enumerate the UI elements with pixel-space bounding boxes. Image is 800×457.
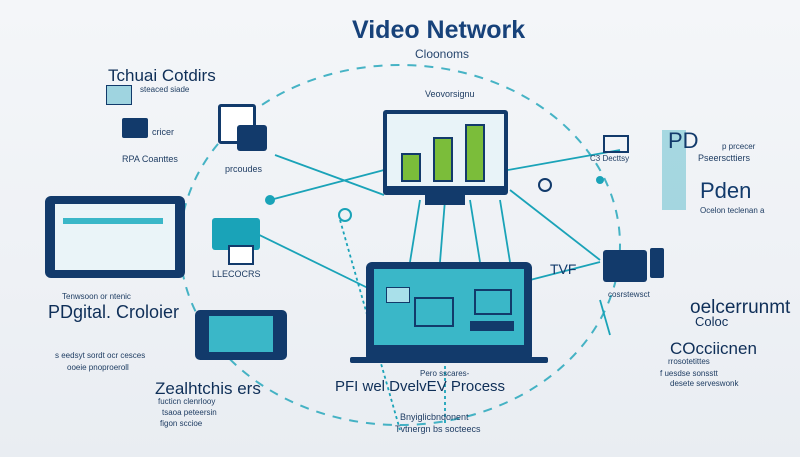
link-phone-right (599, 299, 611, 336)
laptop-caption-small: Pero sscares- (420, 369, 470, 378)
video-play-icon (228, 245, 254, 265)
page-title: Video Network (352, 16, 526, 44)
central-laptop (366, 262, 532, 362)
link-monitor-laptop-a (409, 199, 421, 263)
link-monitor-laptop-c (469, 199, 481, 263)
monitor-screen (387, 114, 504, 186)
screen-window-icon (414, 297, 454, 327)
monitor-stand (425, 195, 465, 205)
tv-label: cosrstewsct (608, 290, 650, 299)
screen-panel-icon (474, 289, 512, 315)
link-monitor-laptop-b (439, 199, 446, 263)
right-title-2: Coloc (695, 314, 729, 329)
topleft-title: Tchuai Cotdirs (108, 66, 216, 85)
node-dot-3 (538, 178, 552, 192)
doc-icon (106, 85, 132, 105)
monitor-bar (401, 153, 421, 182)
left-laptop-screen (209, 316, 273, 352)
left-note-5: figon sccioe (160, 419, 203, 428)
tv-badge: TVF (550, 261, 577, 277)
right-column-bar (662, 130, 686, 210)
right-p-letters: PD (668, 128, 699, 153)
right-open-note: Ocelon teclenan a (700, 206, 765, 215)
topleft-label-b: RPA Coanttes (122, 154, 178, 164)
right-title-1: oelcerrunmt (690, 297, 791, 318)
video-window-icon (212, 218, 260, 250)
bar-chart (401, 118, 489, 182)
left-note-3: fucticn clenrlooy (158, 397, 216, 406)
tablet-line (63, 218, 163, 224)
left-note-4: tsaoa peteersin (162, 408, 217, 417)
left-small-label: Tenwsoon or ntenic (62, 292, 131, 301)
right-note-3: desete serveswonk (670, 379, 739, 388)
phone-icon (650, 248, 664, 278)
topleft-note: steaced siade (140, 85, 190, 94)
bottom-line-2: Tvtnergn bs socteecs (395, 424, 481, 434)
right-open-title: Pden (700, 178, 752, 203)
node-dot-2 (338, 208, 352, 222)
screen-bar-icon (470, 321, 514, 331)
left-title-2: Zealhtchis ers (155, 379, 261, 398)
computer-icon (122, 118, 148, 138)
right-p-note-1: p prcecer (722, 142, 756, 151)
node-dot-1 (265, 195, 275, 205)
chart-monitor (383, 110, 508, 195)
link-monitor-tv (509, 189, 601, 261)
topleft-label-a: cricer (152, 127, 174, 137)
link-products-monitor (269, 169, 385, 201)
right-small-label: C3 Decttsy (590, 154, 630, 163)
node-dot-4 (596, 176, 604, 184)
link-monitor-laptop-d (499, 199, 511, 263)
right-note-2: f uesdse sonsstt (660, 369, 718, 378)
link-monitor-right (507, 149, 621, 171)
video-label: LLECOCRS (212, 269, 261, 279)
bottom-line-1: Bnyiglicbndonent (400, 412, 469, 422)
tablet-screen (55, 204, 175, 270)
left-laptop (195, 310, 287, 360)
right-title-3: COcciicnen (670, 339, 757, 358)
link-laptop-tv (529, 261, 601, 281)
laptop-base (350, 357, 548, 363)
monitor-bar (433, 137, 453, 182)
monitor-bar (465, 124, 485, 182)
right-p-note-2: Pseerscttiers (698, 153, 751, 163)
left-note-1: s eedsyt sordt ocr cesces (55, 351, 146, 360)
laptop-screen (374, 269, 524, 345)
left-title: PDgital. Croloier (48, 302, 180, 322)
link-top-monitor (274, 154, 385, 196)
screen-chat-icon (386, 287, 410, 303)
tv-icon (603, 250, 647, 282)
page-subtitle: Cloonoms (415, 47, 470, 61)
stacked-window-icon (237, 125, 267, 151)
monitor-label: Veovorsignu (425, 89, 475, 99)
left-tablet (45, 196, 185, 278)
products-label: prcoudes (225, 164, 263, 174)
right-note-1: rrosotetittes (668, 357, 710, 366)
laptop-caption: PFI wel DvelvEV Process (335, 378, 506, 395)
left-note-2: ooeie pnoproeroll (67, 363, 129, 372)
link-tablet-laptop (244, 227, 373, 291)
right-window-icon (603, 135, 629, 153)
